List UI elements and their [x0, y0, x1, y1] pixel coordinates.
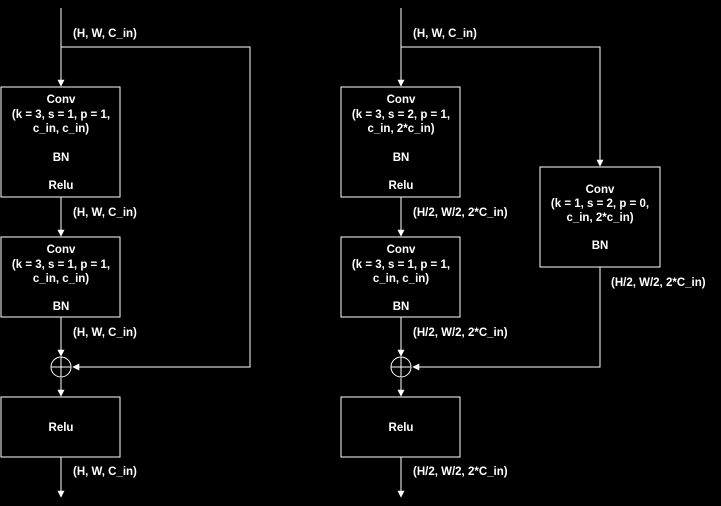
- right-conv1-bn: BN: [393, 152, 410, 164]
- right-conv1-title: Conv: [387, 94, 416, 106]
- right-shortcut-to-conv: [401, 46, 604, 167]
- left-conv2-box: [0, 236, 121, 318]
- right-relu-label: Relu: [389, 422, 414, 434]
- left-conv1-params-line2: c_in, c_in): [33, 123, 89, 135]
- left-conv1-title: Conv: [47, 94, 76, 106]
- right-shortcut-params-line1: (k = 1, s = 2, p = 0,: [551, 198, 649, 210]
- right-conv2-params-line1: (k = 3, s = 1, p = 1,: [352, 259, 450, 271]
- right-conv2-params-line2: c_in, c_in): [373, 273, 429, 285]
- left-conv2-params-line1: (k = 3, s = 1, p = 1,: [12, 259, 110, 271]
- right-shortcut-to-add: [412, 267, 601, 371]
- left-conv2-bn: BN: [53, 301, 70, 313]
- right-conv1-params-line2: c_in, 2*c_in): [367, 123, 434, 135]
- right-conv1-params-line1: (k = 3, s = 2, p = 1,: [352, 109, 450, 121]
- left-label-after-conv2: (H, W, C_in): [73, 327, 137, 339]
- left-label-after-conv1: (H, W, C_in): [73, 207, 137, 219]
- left-conv2-title: Conv: [47, 244, 76, 256]
- right-label-after-shortcut: (H/2, W/2, 2*C_in): [611, 277, 706, 289]
- left-conv1-bn: BN: [53, 152, 70, 164]
- left-conv1-box: [0, 86, 121, 198]
- right-conv1-relu: Relu: [389, 180, 414, 192]
- left-conv2-params-line2: c_in, c_in): [33, 273, 89, 285]
- left-identity-shortcut: [61, 46, 251, 371]
- right-output-label: (H/2, W/2, 2*C_in): [413, 466, 508, 478]
- left-relu-label: Relu: [49, 422, 74, 434]
- left-relu-box: [0, 396, 121, 458]
- left-conv1-params-line1: (k = 3, s = 1, p = 1,: [12, 109, 110, 121]
- right-shortcut-conv-box: [539, 166, 661, 268]
- left-input-label: (H, W, C_in): [73, 28, 137, 40]
- right-add-node: [390, 356, 412, 378]
- right-shortcut-title: Conv: [586, 184, 615, 196]
- left-add-node: [50, 356, 72, 378]
- right-conv2-box: [340, 236, 461, 318]
- left-residual-block: (H, W, C_in) Conv (k = 3, s = 1, p = 1, …: [0, 8, 251, 498]
- right-conv1-box: [340, 86, 461, 198]
- right-relu-box: [340, 396, 461, 458]
- right-label-after-conv1: (H/2, W/2, 2*C_in): [413, 207, 508, 219]
- left-conv1-relu: Relu: [49, 180, 74, 192]
- right-shortcut-params-line2: c_in, 2*c_in): [566, 212, 633, 224]
- right-label-after-conv2: (H/2, W/2, 2*C_in): [413, 327, 508, 339]
- right-input-label: (H, W, C_in): [413, 28, 477, 40]
- right-conv2-bn: BN: [393, 301, 410, 313]
- left-output-label: (H, W, C_in): [73, 466, 137, 478]
- right-conv2-title: Conv: [387, 244, 416, 256]
- right-shortcut-bn: BN: [592, 240, 609, 252]
- right-residual-block: (H, W, C_in) Conv (k = 3, s = 2, p = 1, …: [340, 8, 706, 498]
